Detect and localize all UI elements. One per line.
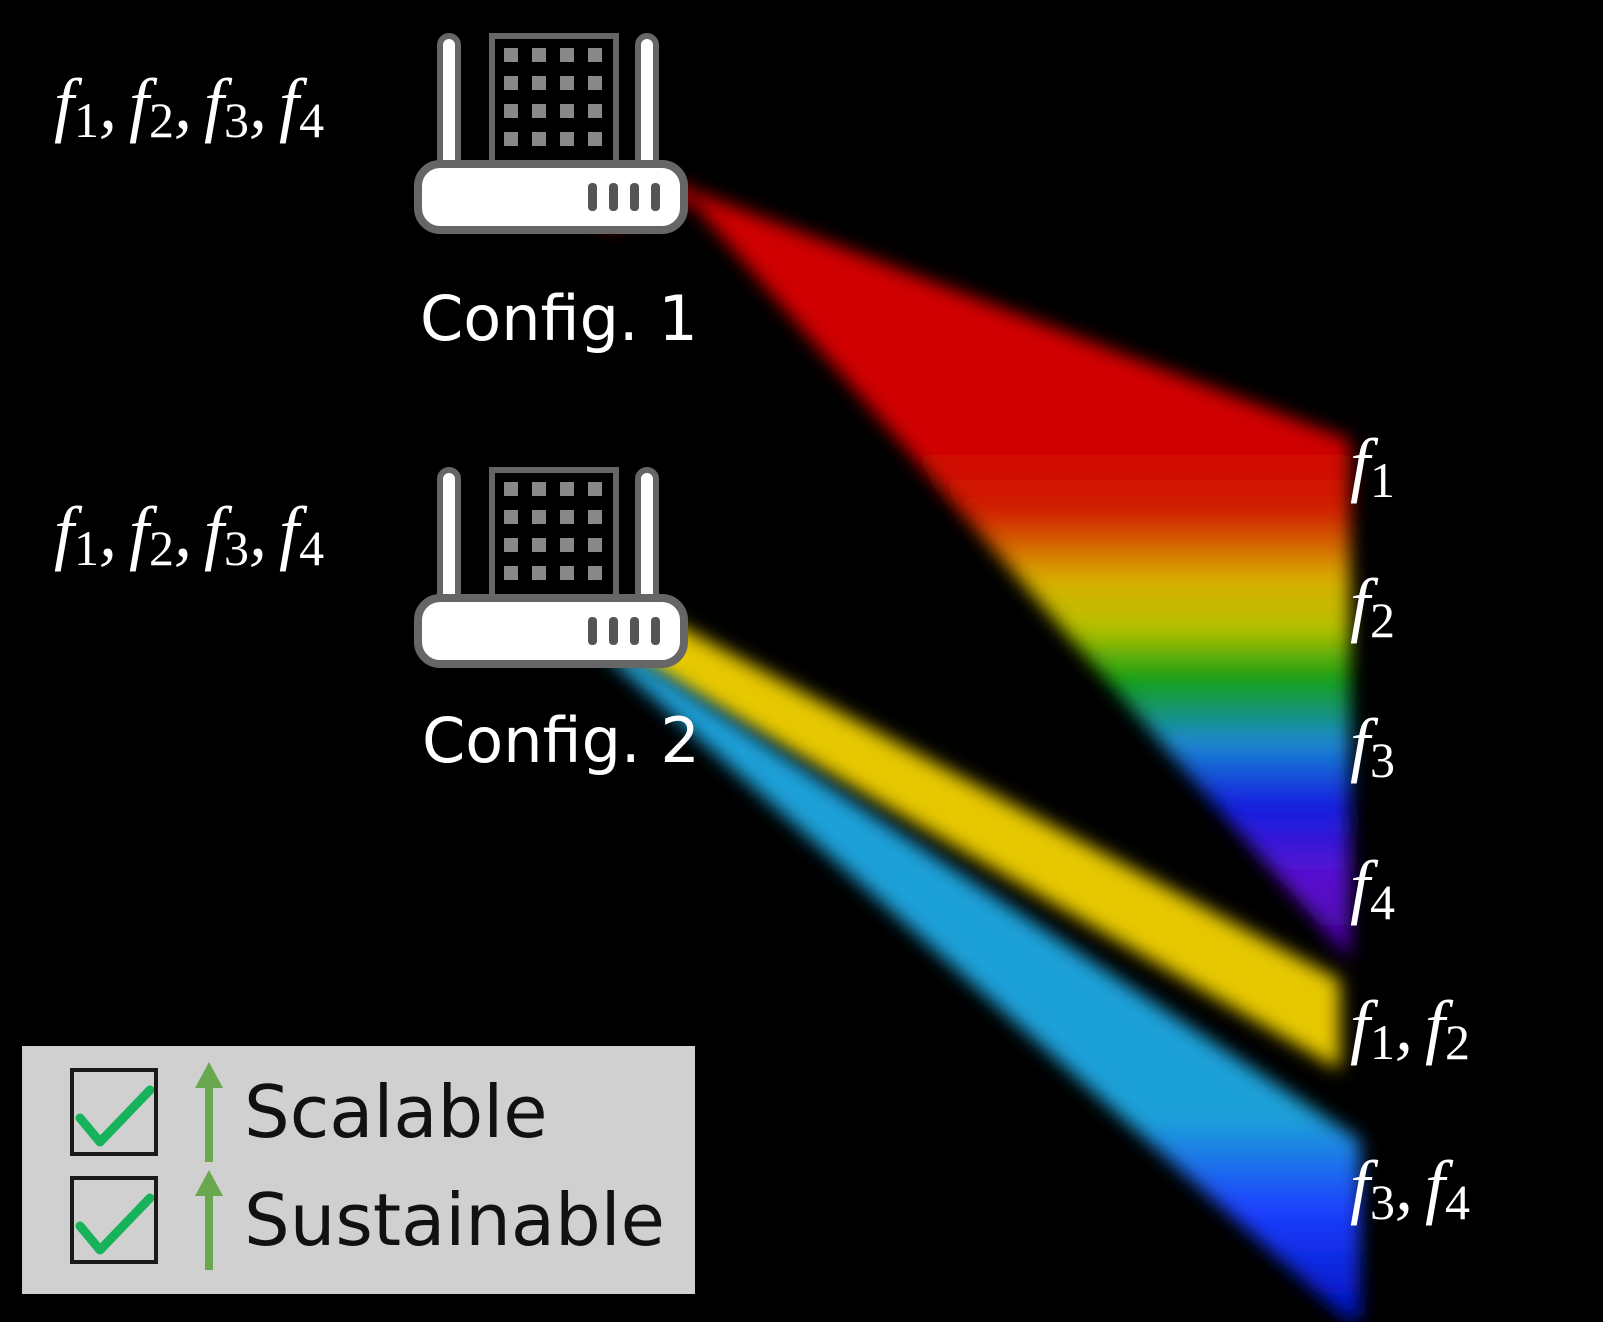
freq-subscript: 3: [1370, 732, 1396, 788]
freq-subscript: 2: [149, 520, 175, 576]
separator: ,: [99, 64, 136, 144]
freq-symbol: f: [129, 492, 150, 572]
separator: ,: [1395, 986, 1432, 1066]
output-label-config1: f4: [1350, 850, 1395, 927]
checkbox-icon: [70, 1068, 158, 1156]
separator: ,: [174, 64, 211, 144]
separator: ,: [174, 492, 211, 572]
freq-subscript: 1: [1370, 1014, 1396, 1070]
freq-symbol: f: [204, 64, 225, 144]
freq-symbol: f: [1425, 1146, 1446, 1226]
beam-group: [600, 170, 1360, 1322]
freq-symbol: f: [1350, 1146, 1371, 1226]
freq-subscript: 4: [299, 520, 325, 576]
config2-label: Config. 2: [422, 704, 700, 777]
freq-subscript: 2: [149, 92, 175, 148]
freq-symbol: f: [1350, 424, 1371, 504]
beam-config2-f1-f2: [600, 620, 1340, 1070]
output-label-config1: f2: [1350, 568, 1395, 645]
router-icon: [414, 33, 688, 234]
arrow-up-icon: [194, 1062, 224, 1162]
freq-subscript: 1: [74, 520, 100, 576]
freq-symbol: f: [54, 492, 75, 572]
output-label-config2: f3, f4: [1350, 1150, 1470, 1227]
separator: ,: [249, 492, 286, 572]
legend-item-label: Scalable: [244, 1070, 548, 1154]
freq-symbol: f: [204, 492, 225, 572]
freq-subscript: 3: [224, 520, 250, 576]
freq-subscript: 1: [74, 92, 100, 148]
freq-symbol: f: [279, 64, 300, 144]
freq-subscript: 1: [1370, 452, 1396, 508]
config1-label: Config. 1: [420, 282, 698, 355]
led-grid: [504, 482, 602, 580]
freq-symbol: f: [1425, 986, 1446, 1066]
freq-subscript: 4: [299, 92, 325, 148]
fiber-group: [146, 179, 426, 626]
beam-config1-spectrum: [600, 170, 1350, 960]
freq-subscript: 3: [224, 92, 250, 148]
freq-symbol: f: [1350, 564, 1371, 644]
router-icon: [414, 467, 688, 668]
checkmark-icon: [75, 1193, 154, 1255]
checkmark-icon: [75, 1085, 154, 1147]
arrow-up-icon: [194, 1170, 224, 1270]
config1-input-frequencies: f1, f2, f3, f4: [54, 68, 324, 145]
separator: ,: [99, 492, 136, 572]
freq-subscript: 4: [1370, 874, 1396, 930]
legend-item-label: Sustainable: [244, 1178, 665, 1262]
separator: ,: [1395, 1146, 1432, 1226]
config2-input-frequencies: f1, f2, f3, f4: [54, 496, 324, 573]
output-label-config1: f1: [1350, 428, 1395, 505]
output-label-config1: f3: [1350, 708, 1395, 785]
freq-symbol: f: [129, 64, 150, 144]
freq-subscript: 2: [1370, 592, 1396, 648]
led-grid: [504, 48, 602, 146]
separator: ,: [249, 64, 286, 144]
freq-symbol: f: [1350, 704, 1371, 784]
freq-symbol: f: [54, 64, 75, 144]
freq-symbol: f: [279, 492, 300, 572]
beam-config2-f3-f4: [600, 650, 1360, 1322]
freq-symbol: f: [1350, 846, 1371, 926]
freq-subscript: 4: [1445, 1174, 1471, 1230]
output-label-config2: f1, f2: [1350, 990, 1470, 1067]
freq-subscript: 3: [1370, 1174, 1396, 1230]
checkbox-icon: [70, 1176, 158, 1264]
freq-subscript: 2: [1445, 1014, 1471, 1070]
freq-symbol: f: [1350, 986, 1371, 1066]
